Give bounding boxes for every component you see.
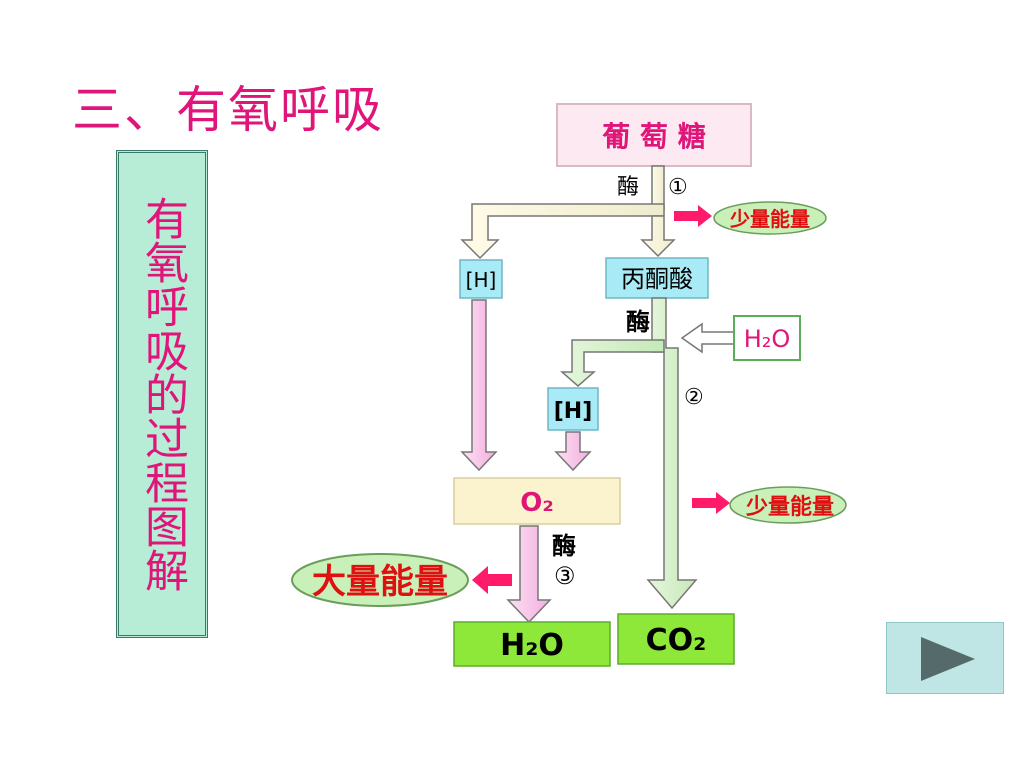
arrow-to-pyruvate — [640, 215, 676, 258]
arrow-water-in — [680, 322, 735, 354]
co2-box — [617, 613, 735, 665]
small-energy-label-2: 少量能量 — [745, 494, 834, 520]
enzyme-label-2: 酶 — [626, 307, 650, 336]
large-energy-arrow — [472, 566, 512, 594]
small-energy-label-1: 少量能量 — [729, 207, 810, 231]
small-energy-oval-1 — [713, 201, 827, 235]
h2o-label: H₂O — [500, 628, 564, 663]
h-mid-box — [547, 387, 599, 431]
page-title: 三、有氧呼吸 — [72, 81, 384, 139]
o2-label: O₂ — [520, 488, 554, 518]
glucose-box — [556, 103, 752, 167]
pyruvate-label: 丙酮酸 — [621, 265, 693, 293]
large-energy-label: 大量能量 — [312, 562, 448, 602]
h2o-box — [453, 621, 611, 667]
o2-box — [453, 477, 621, 525]
step-1-label: ① — [668, 175, 688, 200]
arrow-to-h-mid — [560, 339, 665, 387]
step-2-label: ② — [684, 385, 704, 410]
h-mid-label: [H] — [554, 399, 593, 424]
water-in-box — [733, 315, 801, 361]
play-icon — [921, 637, 975, 681]
arrow-o2-to-h2o — [506, 525, 552, 624]
pyruvate-box — [605, 257, 709, 299]
enzyme-label-3: 酶 — [552, 531, 576, 560]
sidebar-caption-text: 有氧呼吸的过程图解 — [137, 196, 188, 592]
large-energy-oval — [291, 553, 469, 607]
h-left-label: [H] — [466, 268, 497, 292]
arrow-h-mid-to-o2 — [554, 431, 592, 472]
water-in-label: H₂O — [744, 325, 791, 353]
energy-arrow-1 — [674, 205, 712, 227]
co2-label: CO₂ — [646, 623, 707, 658]
energy-arrow-2 — [692, 492, 730, 514]
next-slide-button[interactable] — [886, 622, 1004, 694]
small-energy-oval-2 — [729, 486, 847, 524]
h-left-box — [459, 259, 503, 299]
enzyme-label-1: 酶 — [617, 175, 639, 200]
arrow-h-left-to-o2 — [460, 299, 498, 472]
sidebar-caption: 有氧呼吸的过程图解 — [116, 150, 208, 638]
step-3-label: ③ — [554, 562, 576, 590]
arrow-to-h-left — [460, 203, 665, 260]
glucose-label: 葡 萄 糖 — [602, 120, 706, 153]
